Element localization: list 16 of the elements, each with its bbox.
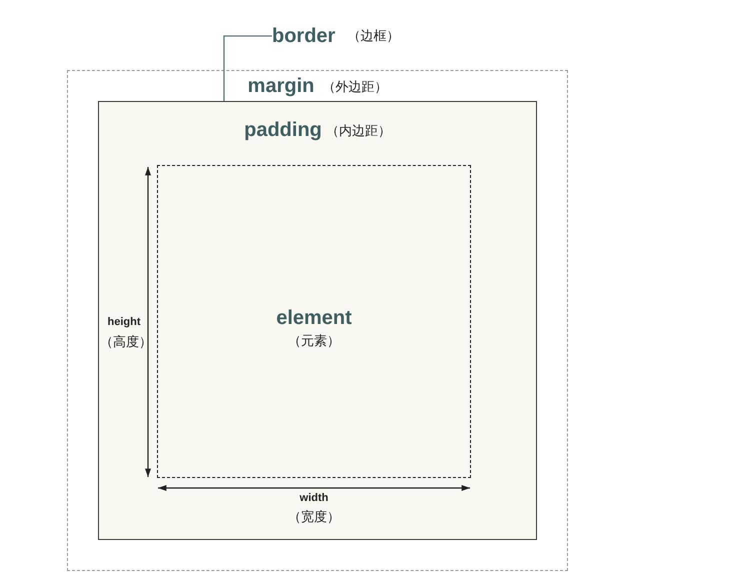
dimension-label: height — [106, 315, 142, 330]
dimension-label: （高度） — [100, 333, 148, 351]
translation: （外边距） — [322, 78, 388, 96]
dimension-label: width — [298, 491, 330, 506]
translation: （元素） — [288, 332, 340, 350]
margin-box — [67, 70, 568, 571]
border-box — [98, 101, 537, 540]
translation: （内边距） — [326, 122, 391, 140]
translation: （边框） — [347, 27, 400, 46]
element-box — [157, 165, 471, 478]
heading: padding — [244, 118, 322, 143]
leader-line — [223, 35, 272, 101]
heading: margin — [248, 74, 314, 99]
dimension-label: （宽度） — [287, 508, 341, 526]
heading: border — [272, 24, 336, 48]
heading: element — [276, 306, 352, 331]
